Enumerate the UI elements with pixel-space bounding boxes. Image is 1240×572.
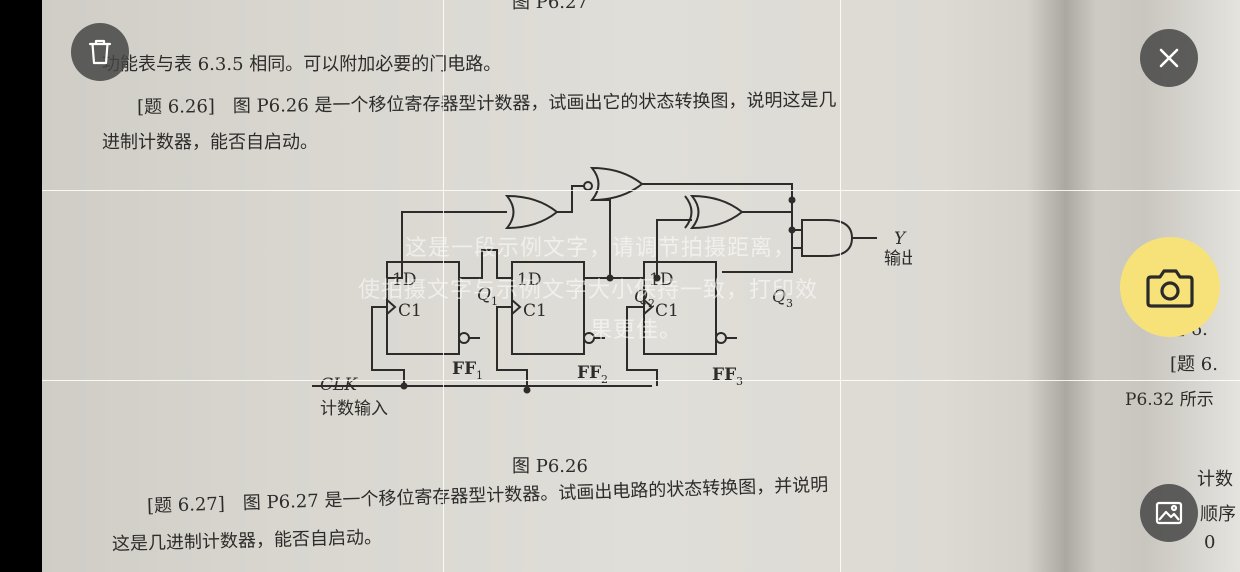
- q1-sub: 1: [491, 295, 498, 308]
- right-page-text: [题 6.: [1170, 354, 1218, 375]
- circuit-diagram: 1D C1 1D C1 1D C1 FF 1 FF 2 FF 3 Q 1 Q 2…: [312, 166, 912, 419]
- ff1-c: C1: [398, 301, 422, 321]
- ff1-label: FF: [452, 359, 476, 379]
- ff1-d: 1D: [392, 270, 416, 290]
- q3-label: Q: [772, 287, 786, 307]
- output-y-label: Y: [894, 229, 907, 249]
- delete-button[interactable]: [71, 23, 129, 81]
- image-icon: [1155, 501, 1183, 525]
- camera-icon: [1146, 269, 1194, 308]
- ff2-sub: 2: [601, 373, 608, 386]
- ff3-label: FF: [712, 365, 736, 385]
- q27-line-1: [题 6.27] 图 P6.27 是一个移位寄存器型计数器。试画出电路的状态转换…: [146, 474, 829, 517]
- right-page-text: P6.32 所示: [1125, 390, 1214, 410]
- right-page-text: 顺序: [1200, 504, 1236, 525]
- guide-text-line-3: 果更佳。: [590, 318, 683, 343]
- q26-line-2: 进制计数器，能否自启动。: [102, 132, 318, 153]
- top-caption: 图 P6.27: [512, 0, 588, 13]
- guide-text-line-1: 这是一段示例文字，请调节拍摄距离，: [405, 236, 797, 261]
- trash-icon: [88, 39, 112, 65]
- right-page-text: 0: [1204, 532, 1216, 553]
- output-label: 输出: [884, 249, 912, 269]
- q3-sub: 3: [786, 297, 793, 310]
- q2-label: Q: [634, 287, 648, 307]
- clk-label: CLK: [320, 375, 358, 395]
- grid-line-horizontal: [42, 190, 1240, 191]
- ff2-d: 1D: [517, 270, 541, 290]
- grid-line-vertical: [443, 0, 444, 572]
- guide-text-line-2: 使拍摄文字与示例文字大小保持一致，打印效: [358, 278, 819, 303]
- right-page-text: 计数: [1197, 469, 1233, 490]
- q26-line-1: [题 6.26] 图 P6.26 是一个移位寄存器型计数器，试画出它的状态转换图…: [136, 89, 837, 118]
- book-spine-shadow: [1027, 0, 1097, 572]
- ff2-c: C1: [523, 301, 547, 321]
- grid-line-vertical: [840, 0, 841, 572]
- clk-input-label: 计数输入: [320, 399, 388, 419]
- ff1-sub: 1: [476, 369, 483, 382]
- ff2-label: FF: [577, 363, 601, 383]
- q1-label: Q: [477, 285, 491, 305]
- q27-line-2: 这是几进制计数器，能否自启动。: [111, 526, 383, 555]
- photo-preview: 图 P6.27 功能表与表 6.3.5 相同。可以附加必要的门电路。 [题 6.…: [42, 0, 1240, 572]
- book-line-1: 功能表与表 6.3.5 相同。可以附加必要的门电路。: [102, 54, 502, 75]
- grid-line-horizontal: [42, 380, 1240, 381]
- close-button[interactable]: [1140, 29, 1198, 87]
- figure-caption: 图 P6.26: [512, 456, 588, 477]
- ff3-sub: 3: [736, 375, 743, 388]
- capture-button[interactable]: [1120, 237, 1220, 337]
- ff3-d: 1D: [649, 270, 673, 290]
- ff3-c: C1: [655, 301, 679, 321]
- gallery-button[interactable]: [1140, 484, 1198, 542]
- q2-sub: 2: [648, 297, 655, 310]
- close-icon: [1159, 48, 1179, 68]
